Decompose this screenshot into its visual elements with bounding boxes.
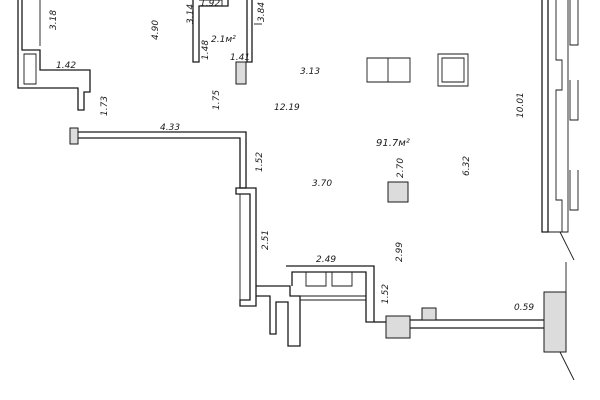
area-main: 91.7м² bbox=[376, 138, 410, 149]
fixtures bbox=[254, 23, 469, 203]
dim-0-59: 0.59 bbox=[514, 303, 534, 313]
dim-6-32: 6.32 bbox=[462, 156, 472, 176]
dim-top-partial: 1.92 bbox=[200, 0, 220, 9]
dimension-labels: 3.18 4.90 3.14 1.92 3.84 1.48 2.1м² 1.41… bbox=[49, 0, 534, 313]
dim-2-51: 2.51 bbox=[261, 230, 271, 250]
dim-3-70: 3.70 bbox=[312, 179, 332, 189]
dim-2-70: 2.70 bbox=[396, 158, 406, 178]
dim-1-52-upper: 1.52 bbox=[255, 152, 265, 172]
wall-bottom bbox=[256, 265, 547, 347]
dim-3-84: 3.84 bbox=[257, 2, 267, 22]
dim-3-13: 3.13 bbox=[300, 67, 320, 77]
wall-left-upper bbox=[17, 0, 91, 111]
dim-10-01: 10.01 bbox=[516, 92, 526, 118]
dim-4-90: 4.90 bbox=[151, 20, 161, 40]
dim-1-75: 1.75 bbox=[212, 90, 222, 110]
dim-3-18: 3.18 bbox=[49, 10, 59, 30]
dim-12-19: 12.19 bbox=[274, 103, 300, 113]
dim-4-33: 4.33 bbox=[160, 123, 180, 133]
dim-1-73: 1.73 bbox=[100, 96, 110, 116]
wall-right bbox=[541, 0, 579, 381]
dim-2-99: 2.99 bbox=[395, 242, 405, 262]
small-room bbox=[192, 0, 253, 85]
dim-2-49: 2.49 bbox=[316, 255, 336, 265]
dim-1-48: 1.48 bbox=[201, 40, 211, 60]
dim-1-52-lower: 1.52 bbox=[381, 284, 391, 304]
dim-3-14: 3.14 bbox=[186, 4, 196, 24]
area-small: 2.1м² bbox=[211, 35, 236, 45]
dim-1-42: 1.42 bbox=[56, 61, 76, 71]
wall-left-main bbox=[69, 127, 257, 307]
dim-1-41: 1.41 bbox=[230, 53, 250, 63]
